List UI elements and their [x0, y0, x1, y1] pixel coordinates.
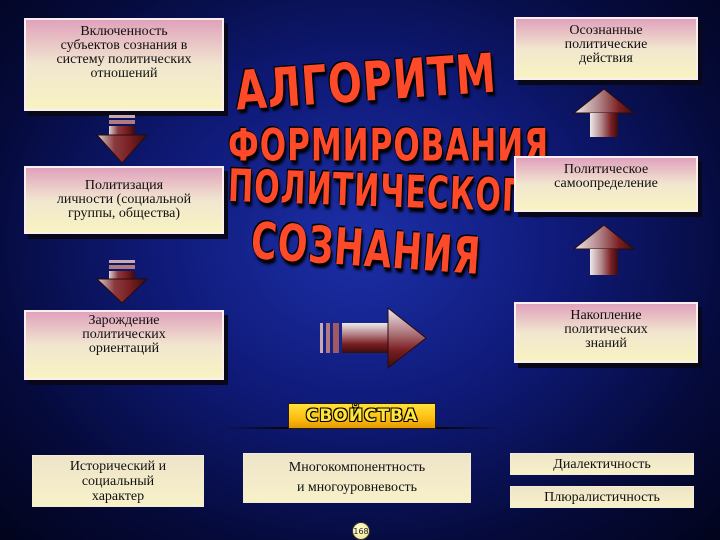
- title-line-2: ФОРМИРОВАНИЯ: [228, 119, 550, 173]
- step-self-determination-label: Политическое самоопределение: [554, 162, 658, 191]
- properties-heading: СВОЙСТВА: [288, 403, 436, 429]
- step-actions-label: Осознанные политические действия: [564, 23, 648, 66]
- page-number-badge: 168: [352, 522, 370, 540]
- step-politicization-box: Политизация личности (социальной группы,…: [24, 166, 224, 234]
- step-knowledge-label: Накопление политических знаний: [564, 308, 648, 351]
- step-inclusion-label: Включенность субъектов сознания в систем…: [56, 24, 192, 81]
- step-knowledge-box: Накопление политических знаний: [514, 302, 698, 363]
- step-orientations-label: Зарождение политических ориентаций: [82, 313, 166, 356]
- title-block: АЛГОРИТМ ФОРМИРОВАНИЯ ПОЛИТИЧЕСКОГО СОЗН…: [227, 43, 550, 290]
- property-dialectics: Диалектичность: [510, 453, 694, 475]
- arrow-right: [320, 306, 427, 370]
- property-multicomponent-label: Многокомпонентность и многоуровневость: [288, 460, 426, 495]
- title-line-4: СОЗНАНИЯ: [249, 213, 483, 287]
- step-self-determination-box: Политическое самоопределение: [514, 156, 698, 212]
- property-dialectics-label: Диалектичность: [553, 456, 651, 472]
- step-actions-box: Осознанные политические действия: [514, 17, 698, 80]
- arrow-down-2: [96, 260, 148, 304]
- property-pluralism-label: Плюралистичность: [544, 489, 660, 505]
- arrow-up-1: [573, 88, 635, 137]
- property-historical: Исторический и социальный характер: [32, 455, 204, 507]
- step-politicization-label: Политизация личности (социальной группы,…: [56, 178, 192, 221]
- step-inclusion-box: Включенность субъектов сознания в систем…: [24, 18, 224, 111]
- arrow-down-1: [96, 115, 148, 164]
- arrow-up-2: [573, 224, 635, 275]
- step-orientations-box: Зарождение политических ориентаций: [24, 310, 224, 380]
- title-line-1: АЛГОРИТМ: [233, 42, 499, 124]
- property-multicomponent: Многокомпонентность и многоуровневость: [243, 453, 471, 503]
- property-pluralism: Плюралистичность: [510, 486, 694, 508]
- property-historical-label: Исторический и социальный характер: [69, 458, 167, 504]
